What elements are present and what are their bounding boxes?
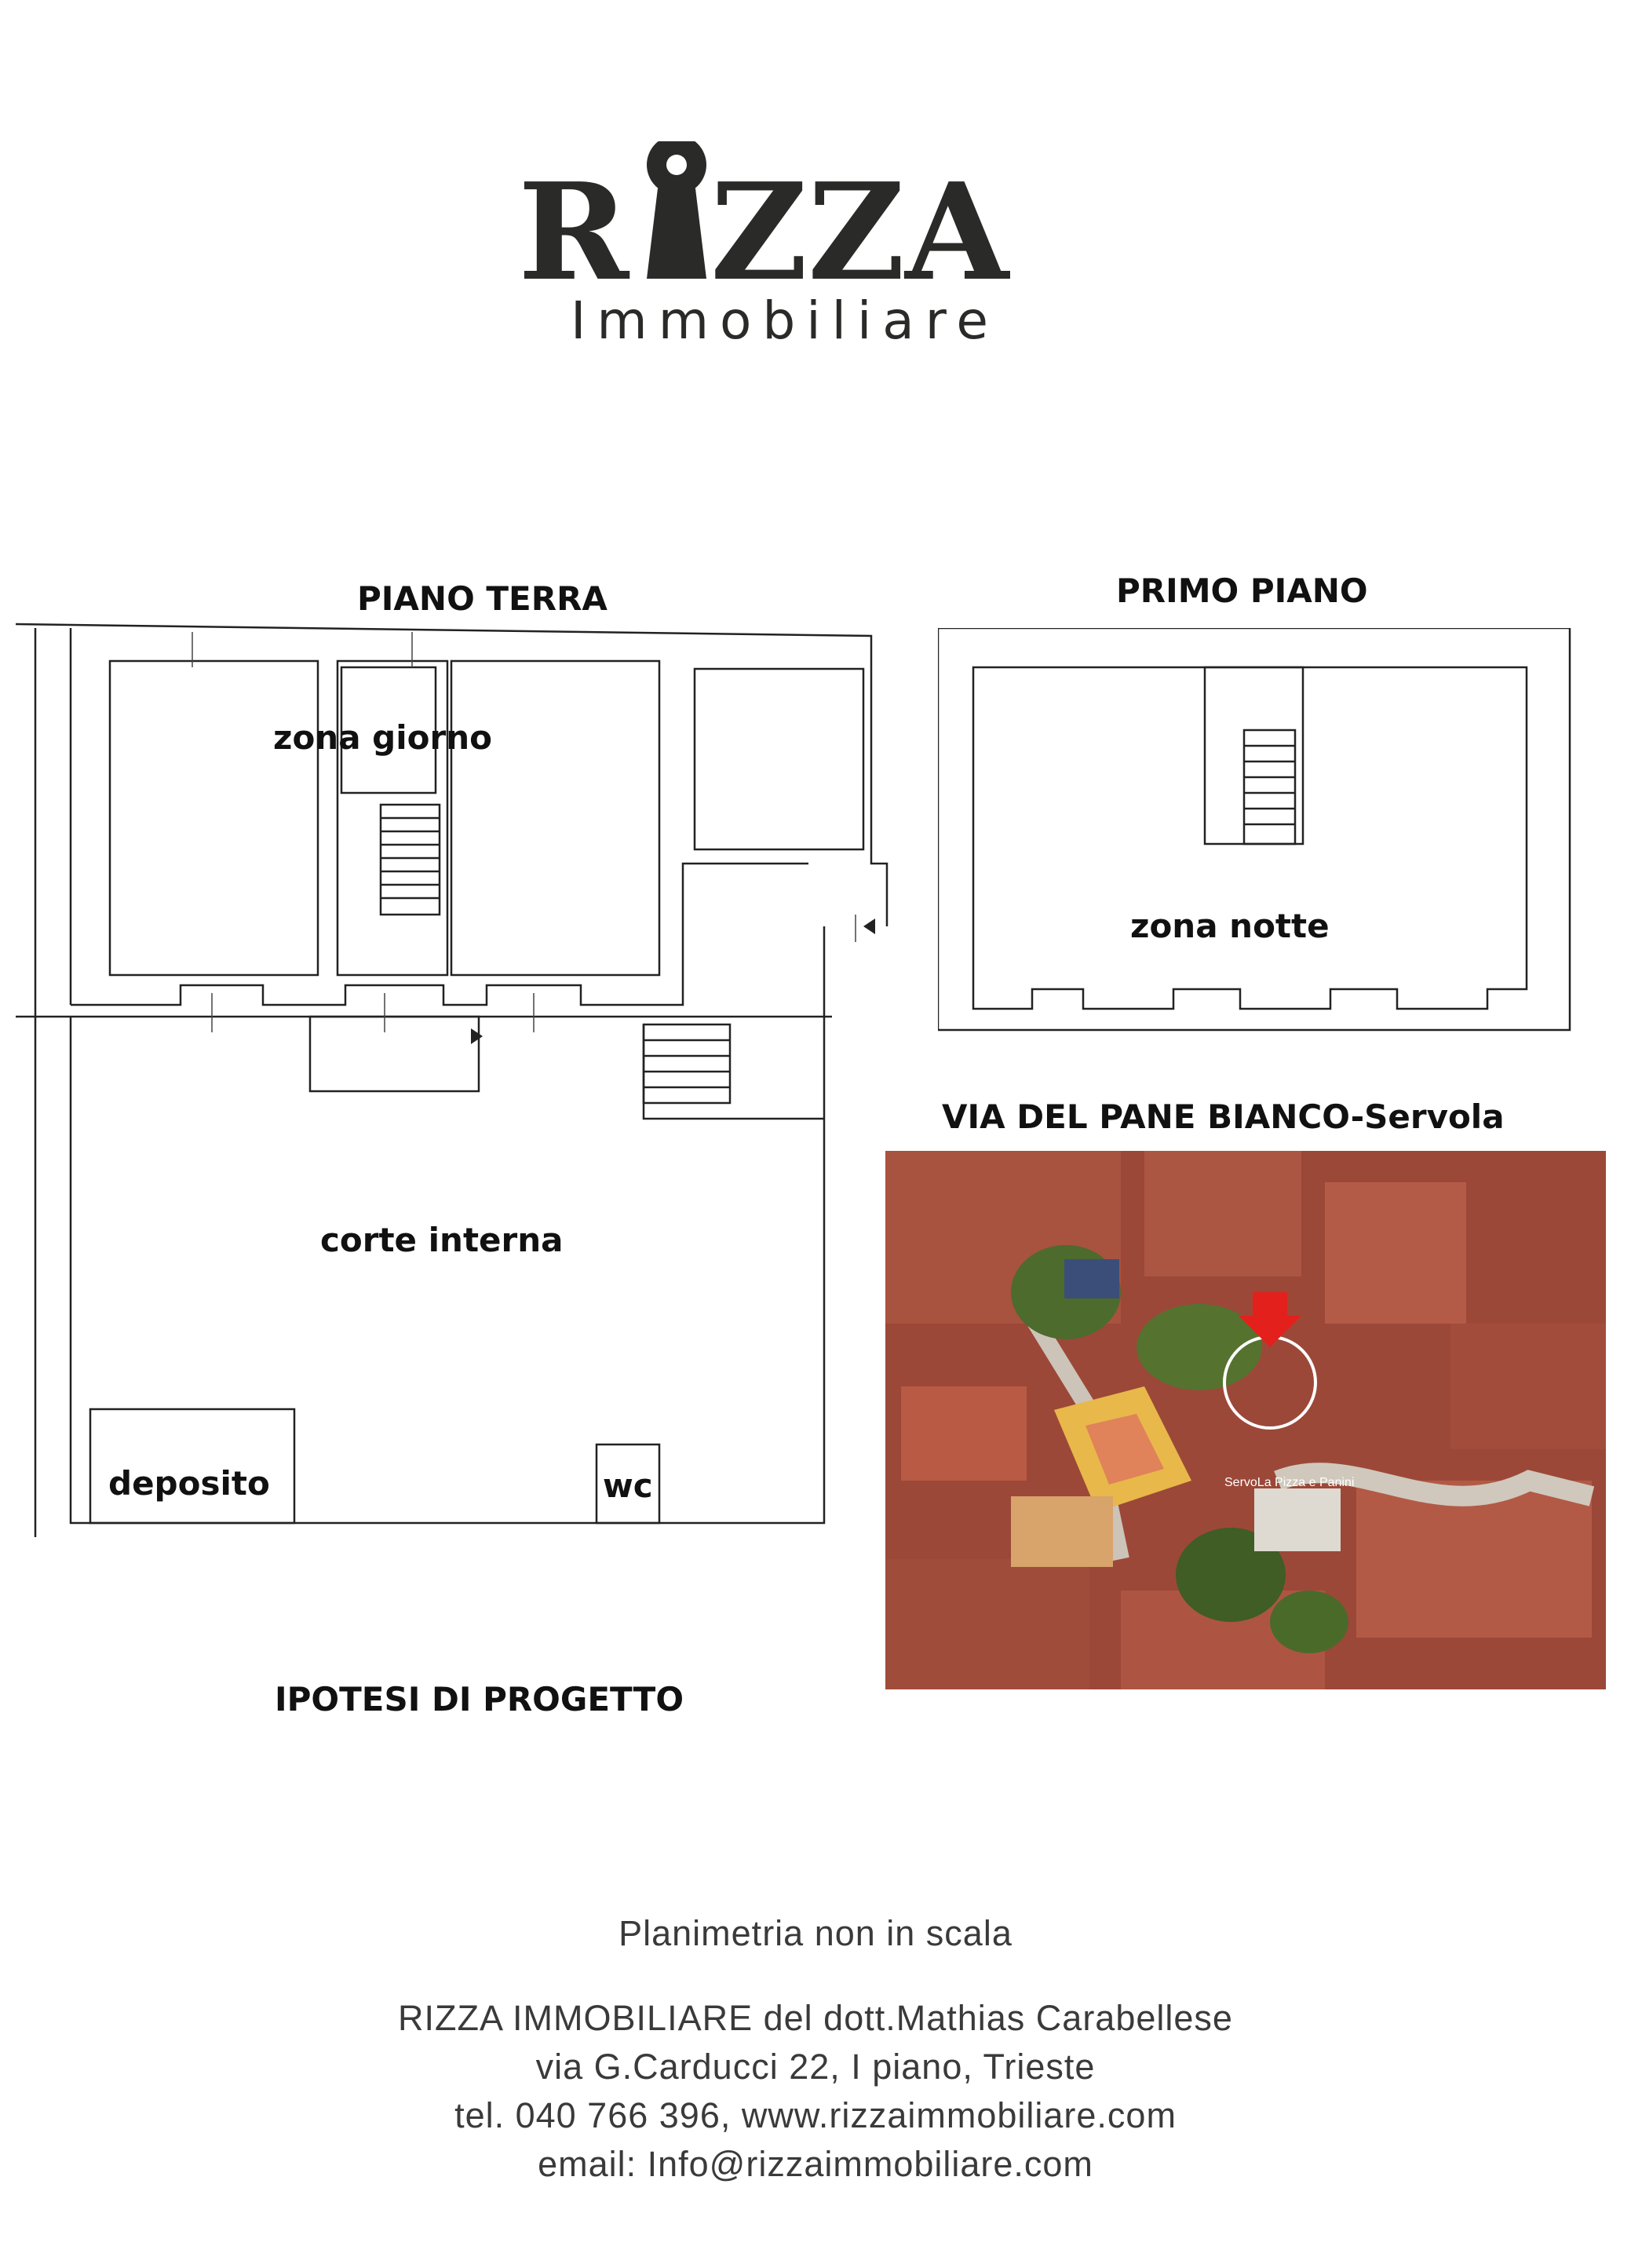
map-place-label: ServoLa Pizza e Panini	[1224, 1476, 1355, 1489]
aerial-map: ServoLa Pizza e Panini	[885, 1151, 1606, 1689]
first-floor-title: PRIMO PIANO	[1116, 572, 1368, 610]
room-label-living: zona giorno	[273, 718, 492, 757]
street-title: VIA DEL PANE BIANCO-Servola	[942, 1097, 1505, 1136]
ground-floor-drawing	[16, 623, 888, 1537]
brand-tagline: Immobiliare	[570, 290, 1000, 351]
room-label-storage: deposito	[108, 1464, 270, 1503]
project-note: IPOTESI DI PROGETTO	[275, 1680, 684, 1718]
ground-floor-plan	[16, 612, 895, 1554]
room-label-wc: wc	[603, 1466, 653, 1505]
room-label-night: zona notte	[1130, 907, 1330, 945]
agency-address: via G.Carducci 22, I piano, Trieste	[535, 2047, 1096, 2087]
agency-contacts[interactable]: tel. 040 766 396, www.rizzaimmobiliare.c…	[454, 2095, 1177, 2135]
ground-floor-title: PIANO TERRA	[357, 579, 608, 618]
aerial-photo-icon	[885, 1151, 1606, 1689]
first-floor-plan	[938, 628, 1574, 1036]
agency-email[interactable]: email: Info@rizzaimmobiliare.com	[538, 2144, 1093, 2184]
location-marker-icon	[1239, 1292, 1301, 1347]
scale-note: Planimetria non in scala	[618, 1913, 1013, 1953]
keyhole-logo-icon: R ZZA	[518, 135, 1010, 311]
brand-logo: R ZZA	[471, 135, 1162, 361]
first-floor-drawing	[938, 628, 1571, 1032]
agency-name: RIZZA IMMOBILIARE del dott.Mathias Carab…	[398, 1998, 1233, 2038]
svg-text:R: R	[518, 154, 630, 311]
svg-text:ZZA: ZZA	[710, 154, 1010, 311]
room-label-courtyard: corte interna	[320, 1221, 564, 1259]
